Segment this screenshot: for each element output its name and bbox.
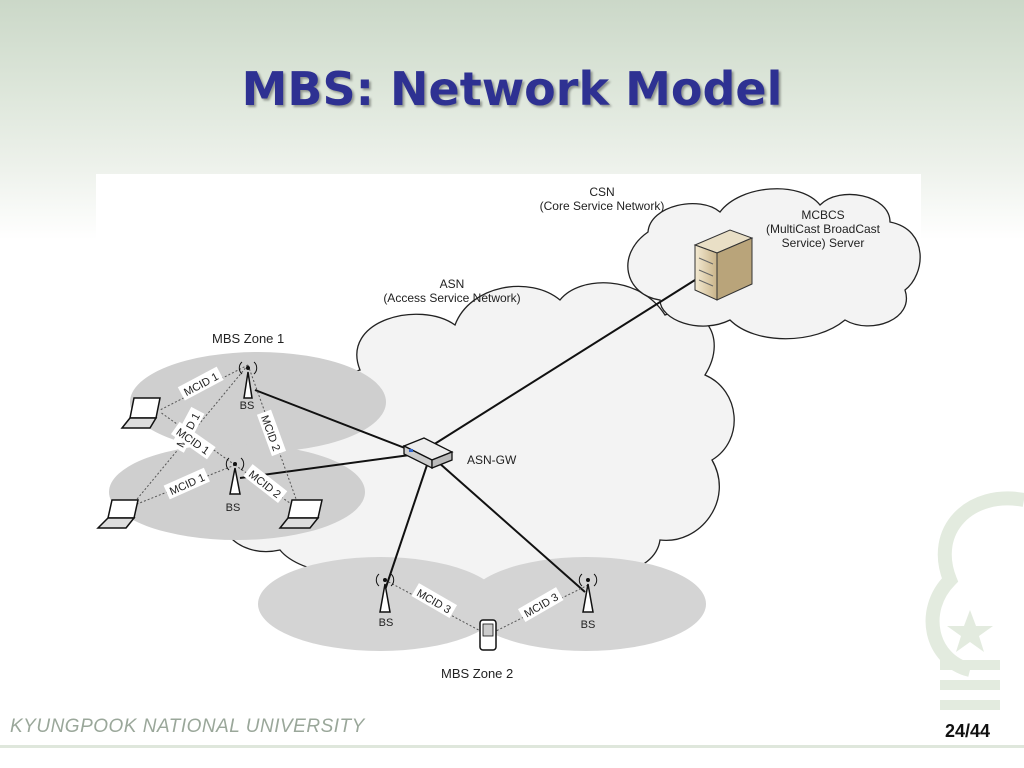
mobile-phone-icon bbox=[479, 619, 497, 651]
laptop-icon bbox=[120, 397, 161, 429]
csn-label-line2: (Core Service Network) bbox=[540, 199, 665, 213]
mcbcs-label-line1: MCBCS bbox=[801, 208, 844, 222]
base-station-zone2-left bbox=[375, 573, 395, 613]
csn-cloud bbox=[627, 188, 921, 340]
zone1-area-upper bbox=[130, 352, 386, 452]
bs-label: BS bbox=[240, 400, 255, 412]
zone1-label: MBS Zone 1 bbox=[212, 331, 284, 346]
laptop-icon bbox=[278, 499, 323, 529]
bs-label: BS bbox=[226, 502, 241, 514]
mcbcs-label-line2: (MultiCast BroadCast bbox=[766, 222, 881, 236]
footer-divider bbox=[0, 745, 1024, 748]
bs-label: BS bbox=[581, 619, 596, 631]
base-station-zone2-right bbox=[578, 573, 598, 613]
asn-gw-label: ASN-GW bbox=[467, 453, 517, 467]
backbone-links bbox=[239, 279, 696, 593]
zone2-area-left bbox=[258, 557, 502, 651]
csn-label-line1: CSN bbox=[589, 185, 614, 199]
asn-label-line2: (Access Service Network) bbox=[383, 291, 520, 305]
page-number: 24/44 bbox=[944, 721, 990, 741]
laptop-icon bbox=[96, 499, 139, 529]
zone2-label: MBS Zone 2 bbox=[441, 666, 513, 681]
base-station-zone1-upper bbox=[238, 361, 258, 399]
server-icon bbox=[693, 229, 754, 301]
asn-label-line1: ASN bbox=[440, 277, 465, 291]
university-emblem-watermark bbox=[925, 491, 1024, 710]
slide-title: MBS: Network Model bbox=[241, 62, 783, 116]
footer-university-name: KYUNGPOOK NATIONAL UNIVERSITY bbox=[10, 716, 365, 737]
base-station-zone1-lower bbox=[225, 457, 245, 495]
router-icon bbox=[402, 437, 454, 470]
mcbcs-label-line3: Service) Server bbox=[782, 236, 865, 250]
bs-label: BS bbox=[379, 617, 394, 629]
